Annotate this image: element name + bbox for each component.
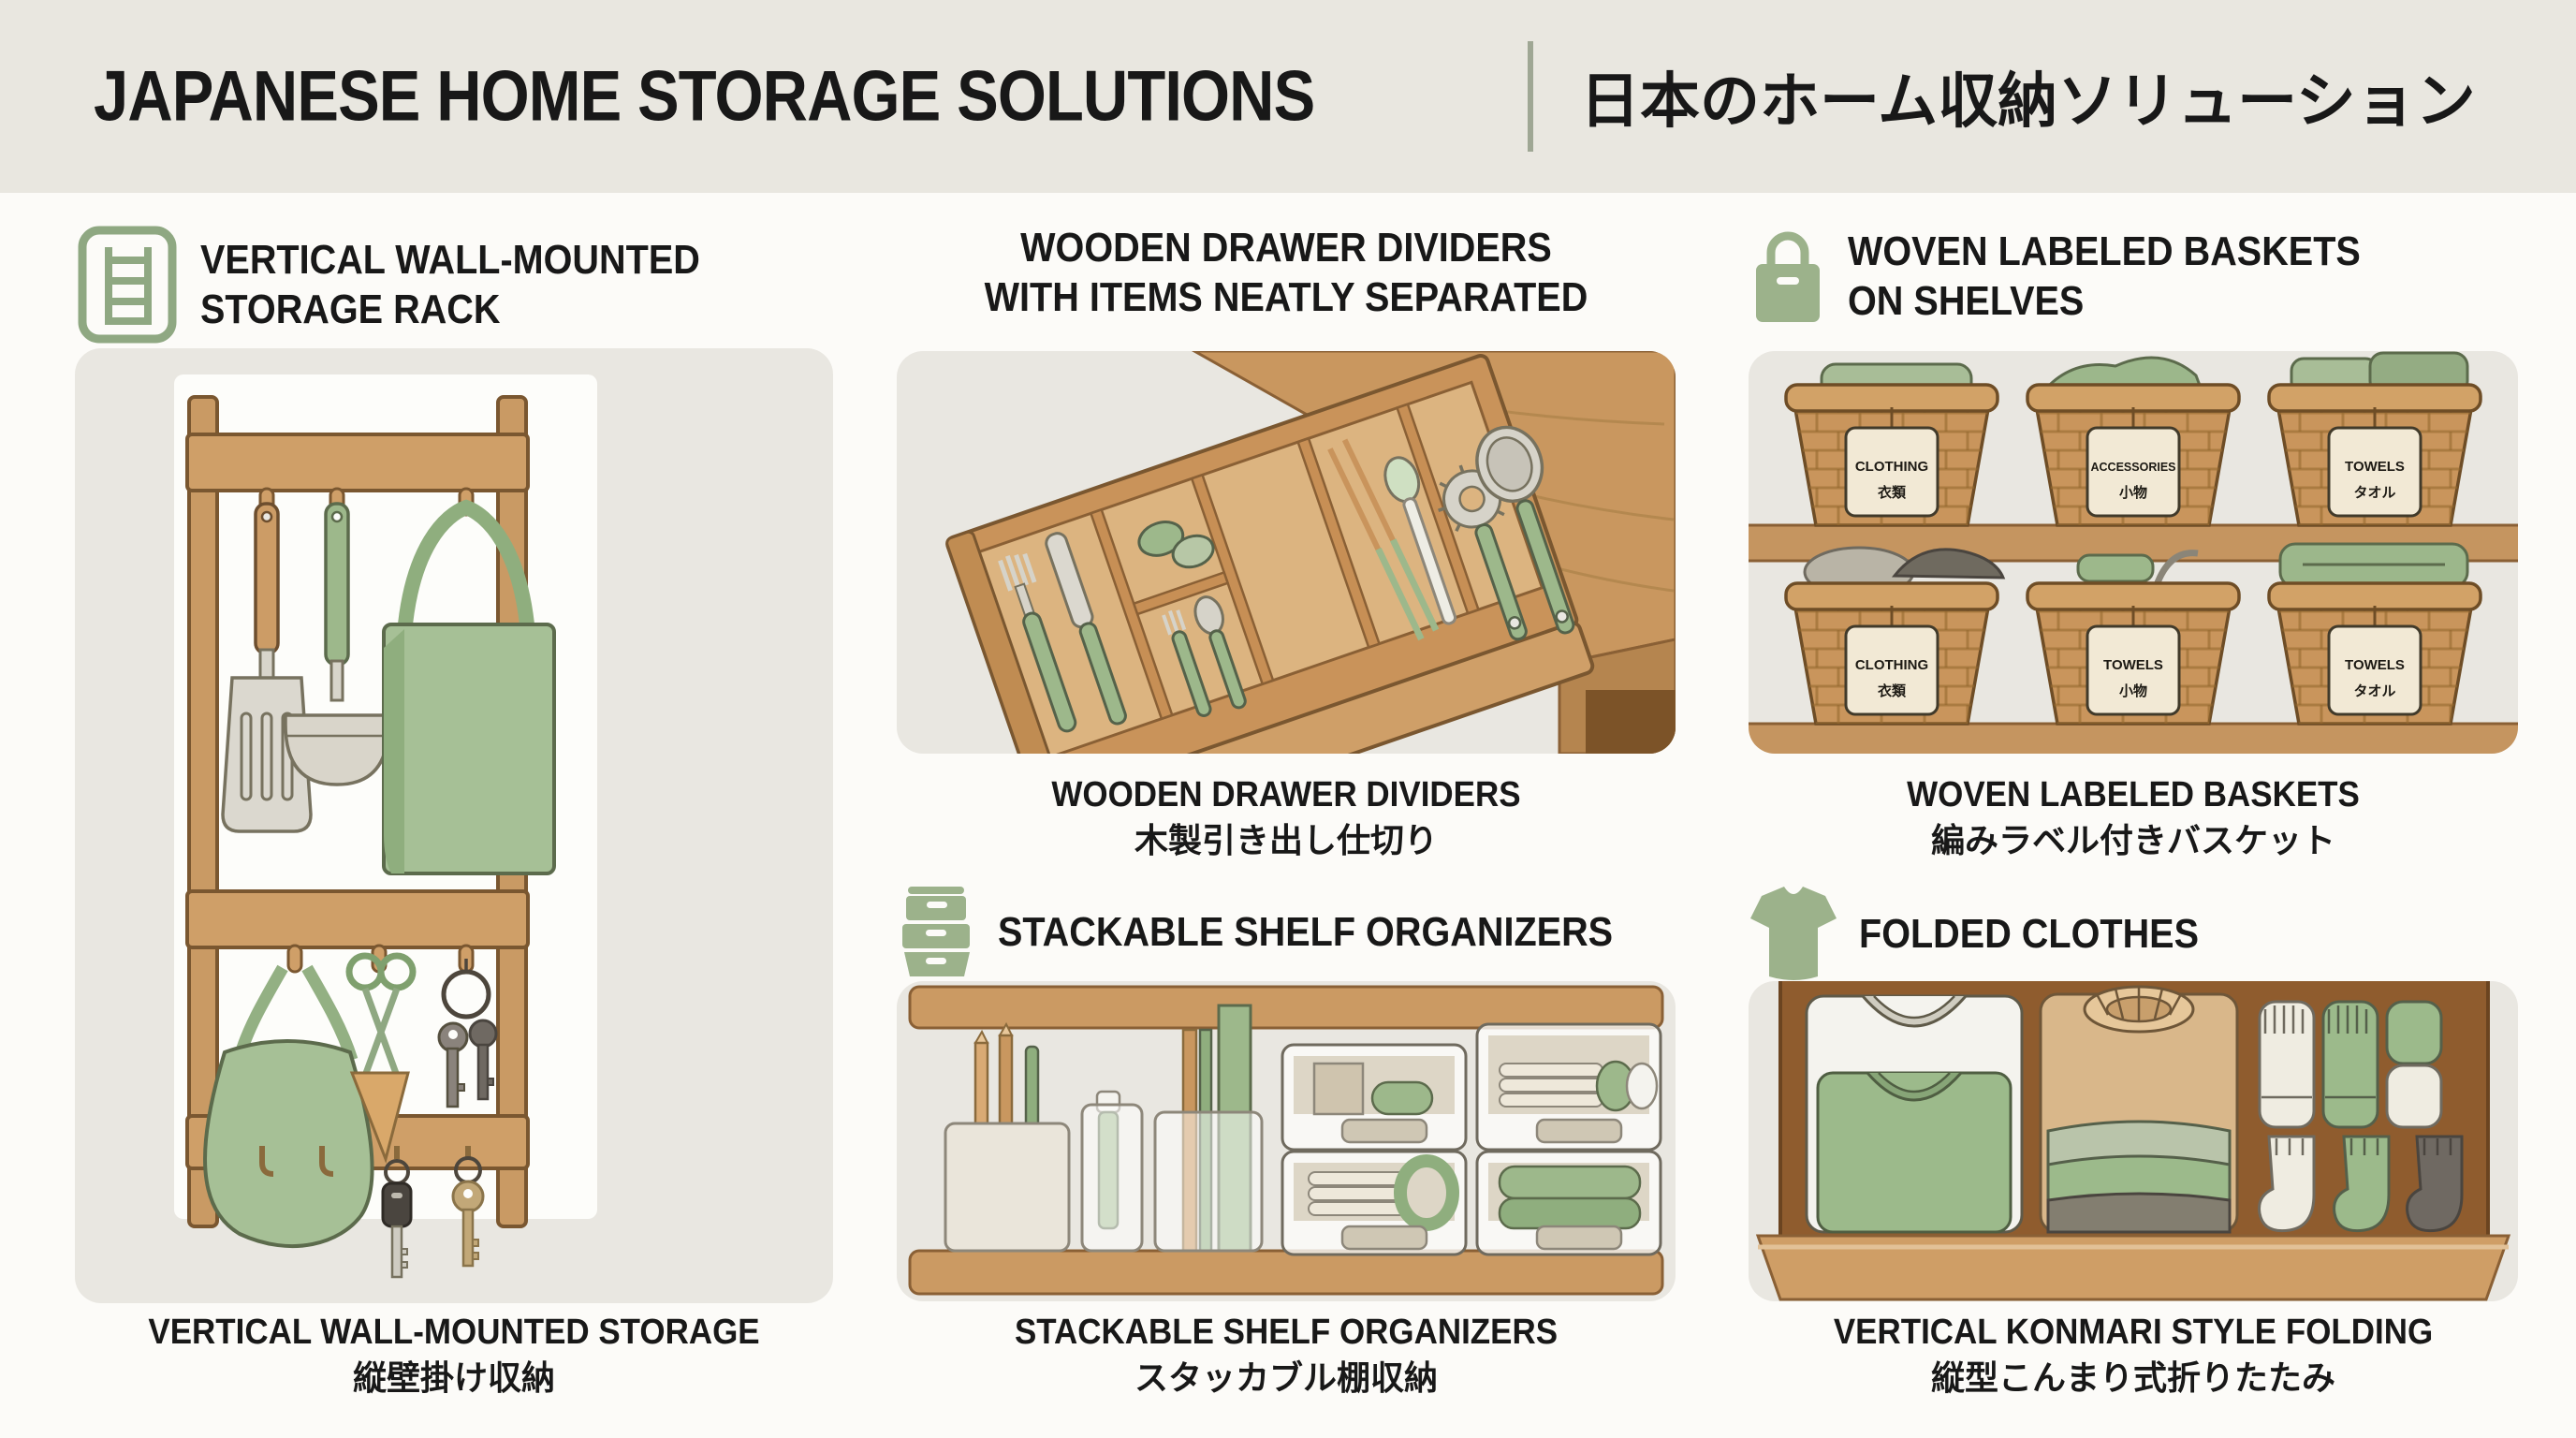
rack-section-heading: VERTICAL WALL-MOUNTED STORAGE RACK [75,225,755,345]
basket-label-ja: 小物 [2119,682,2147,699]
folding-caption-ja: 縦型こんまり式折りたたみ [1930,1358,2335,1397]
baskets-heading-line2: ON SHELVES [1848,278,2085,324]
header-band: JAPANESE HOME STORAGE SOLUTIONS 日本のホーム収納… [0,0,2576,193]
wall-rack-illustration [174,374,597,1279]
basket-contents [2076,553,2155,583]
bin-bottom-left [1281,1150,1468,1256]
rack-heading-line2: STORAGE RACK [200,286,501,332]
dividers [1089,403,1481,721]
folded-clothes-illustration [1755,981,2511,1301]
rack-middle-rail [185,889,530,949]
basket-label-ja: 衣類 [1878,682,1907,699]
drawer-illustration-card [897,351,1676,754]
baskets-caption-ja: 編みラベル付きバスケット [1930,821,2335,859]
basket-label-ja: 小物 [2119,484,2147,501]
stacked-bins-icon [902,887,970,976]
rack-caption-ja: 縦壁掛け収納 [352,1358,555,1397]
drawer-front-plank [1755,1234,2511,1301]
basket-label-ja: タオル [2353,485,2395,501]
fork-and-knife [998,532,1127,733]
rack-heading-line1: VERTICAL WALL-MOUNTED [200,237,700,283]
slim-holder [1080,1090,1144,1253]
shelf-heading: STACKABLE SHELF ORGANIZERS [998,908,1614,955]
drawer-heading-line2: WITH ITEMS NEATLY SEPARATED [984,274,1588,320]
basket-label-en: CLOTHING [1855,459,1928,475]
drawer-caption-ja: 木製引き出し仕切り [1134,821,1438,859]
folding-caption: VERTICAL KONMARI STYLE FOLDING 縦型こんまり式折り… [1749,1311,2518,1399]
chopsticks-and-scoop [1327,438,1457,641]
shelf-caption-ja: スタッカブル棚収納 [1134,1358,1438,1397]
basket-label-en: TOWELS [2345,657,2405,673]
baskets-heading-line1: WOVEN LABELED BASKETS [1848,228,2361,274]
ladder-icon [78,226,177,344]
baskets-section-heading: WOVEN LABELED BASKETS ON SHELVES [1749,225,2418,328]
rack-top-rail [185,433,530,492]
baskets-caption-en: WOVEN LABELED BASKETS [1907,775,2360,814]
key-ring [437,959,498,1108]
file-box [1153,1004,1264,1253]
ladle [284,502,390,786]
small-fork-and-spoon [1162,595,1247,717]
rack-caption: VERTICAL WALL-MOUNTED STORAGE 縦壁掛け収納 [75,1311,833,1399]
basket-label-en: CLOTHING [1855,657,1928,673]
folding-heading: FOLDED CLOTHES [1859,910,2199,957]
bin-bottom-right [1475,1150,1662,1256]
basket-contents [2042,356,2204,392]
basket-label-ja: タオル [2353,683,2395,699]
shelf-section-heading: STACKABLE SHELF ORGANIZERS [897,885,1681,978]
page-title-en: JAPANESE HOME STORAGE SOLUTIONS [94,56,1315,137]
basket-shelf-bottom [1749,722,2518,754]
shelf-top-plank [908,985,1664,1030]
open-drawer [945,354,1595,754]
baskets-illustration-card: CLOTHING 衣類 ACCESSORIES 小物 TOWELS タオル CL… [1749,351,2518,754]
rack-caption-en: VERTICAL WALL-MOUNTED STORAGE [148,1313,760,1352]
drawer-caption: WOODEN DRAWER DIVIDERS 木製引き出し仕切り [897,773,1676,861]
basket-label-en: TOWELS [2103,657,2163,673]
bin-top-left [1281,1043,1468,1152]
basket-contents [2153,550,2199,587]
drawer-section-heading: WOODEN DRAWER DIVIDERS WITH ITEMS NEATLY… [897,223,1676,322]
pencil-cup [944,1021,1071,1253]
drawer-caption-en: WOODEN DRAWER DIVIDERS [1051,775,1521,814]
baskets-caption: WOVEN LABELED BASKETS 編みラベル付きバスケット [1749,773,2518,861]
folding-caption-en: VERTICAL KONMARI STYLE FOLDING [1833,1313,2434,1352]
labeled-baskets-illustration: CLOTHING 衣類 ACCESSORIES 小物 TOWELS タオル CL… [1749,351,2518,754]
folded-sweaters-middle [2039,985,2239,1234]
scissors [345,952,417,1164]
basket-label-en: TOWELS [2345,459,2405,475]
whisk-and-ladle [1438,425,1575,641]
folding-illustration-card [1749,981,2518,1301]
basket-icon [1756,231,1820,322]
stackable-bins [1281,1022,1662,1256]
title-divider [1528,41,1533,152]
socks [2258,1135,2464,1233]
basket-contents [1891,548,2006,580]
car-key [381,1159,413,1279]
shelf-organizers-illustration [908,985,1664,1296]
folded-shirts-left [1805,994,2024,1234]
rack-left-post [187,395,219,1228]
drawer-front [1037,621,1595,754]
basket-label-ja: 衣類 [1878,484,1907,501]
shopping-bag [203,964,374,1248]
page-title-ja: 日本のホーム収納ソリューション [1580,67,2476,135]
rolled-socks [2258,1000,2443,1129]
basket-label-en: ACCESSORIES [2091,461,2176,474]
drawer-dividers-illustration [945,351,1676,754]
tote-bag [382,499,556,875]
shelf-bottom-plank [908,1249,1664,1296]
brass-key [451,1156,485,1268]
bin-top-right [1475,1022,1662,1152]
shelf-illustration-card [897,981,1676,1301]
bottom-rail-hooks [259,1146,471,1177]
shelf-caption-en: STACKABLE SHELF ORGANIZERS [1014,1313,1559,1352]
folding-section-heading: FOLDED CLOTHES [1749,885,2236,982]
shelf-caption: STACKABLE SHELF ORGANIZERS スタッカブル棚収納 [897,1311,1676,1399]
tshirt-icon [1750,887,1837,980]
green-items [1137,521,1215,569]
rack-illustration-card [75,348,833,1303]
drawer-heading-line1: WOODEN DRAWER DIVIDERS [1020,225,1552,271]
